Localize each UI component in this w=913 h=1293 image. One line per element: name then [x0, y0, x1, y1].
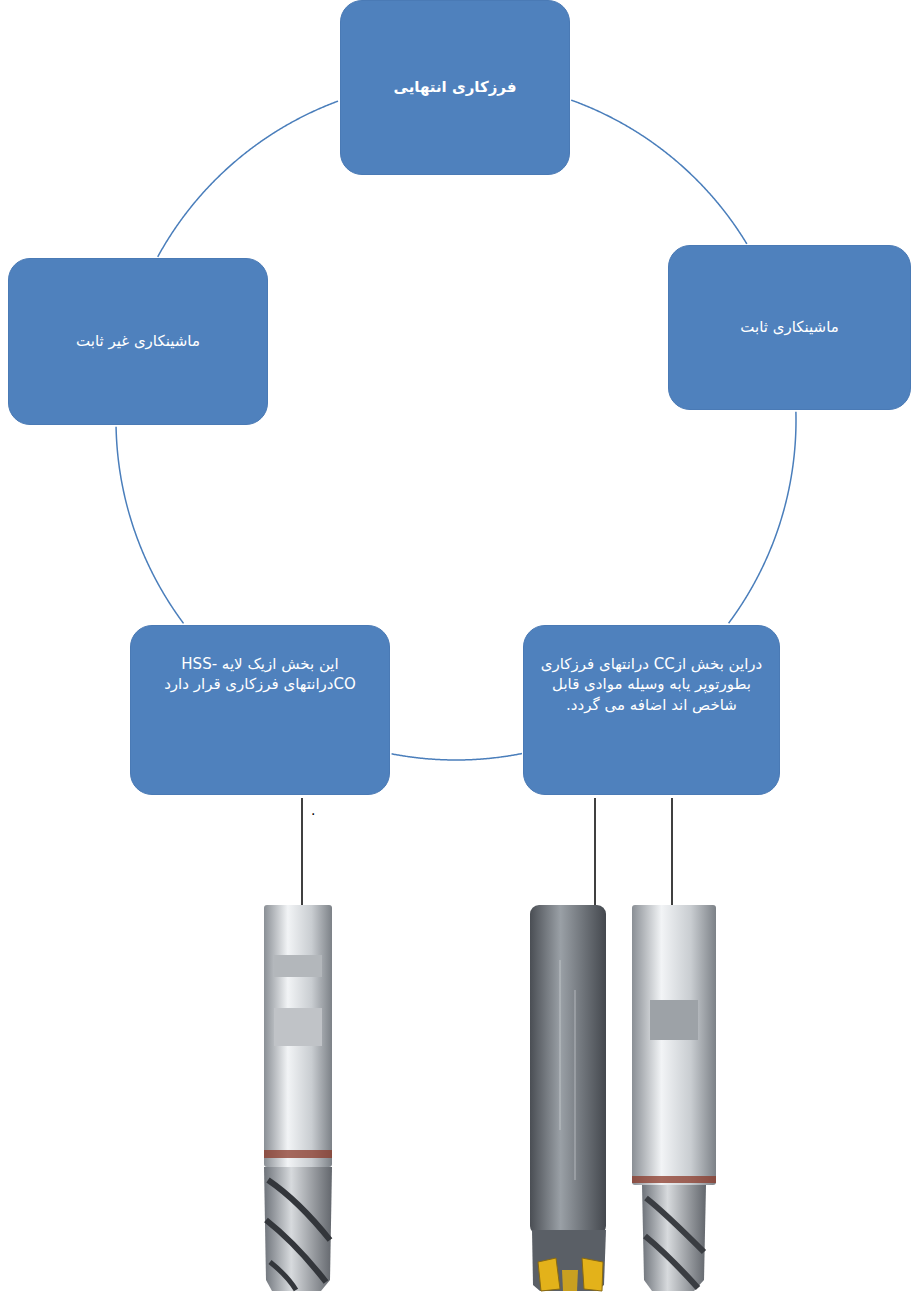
leader-line: [301, 798, 303, 905]
cycle-arc: [571, 100, 747, 244]
note-mark: .: [311, 802, 315, 818]
cycle-arc: [729, 412, 796, 623]
cycle-arc: [392, 754, 522, 760]
leader-line: [671, 798, 673, 905]
flute-body: [642, 1185, 706, 1291]
red-band: [632, 1176, 716, 1183]
process-box: این بخش ازیک لایه -HSS COدرانتهای فرزکار…: [130, 625, 390, 795]
leader-line: [594, 798, 596, 905]
engraving: [560, 960, 561, 1130]
cycle-arc: [116, 427, 183, 624]
tool-body: [530, 905, 606, 1235]
tool-shank: [264, 905, 332, 1167]
shank-flat: [650, 1000, 698, 1040]
end-mill-hss: [264, 905, 332, 1291]
tool-shank: [632, 905, 716, 1185]
node-text: ماشینکاری ثابت: [683, 317, 896, 337]
shank-flat: [274, 955, 322, 977]
root-box: فرزکاری انتهایی: [340, 0, 570, 175]
flute-body: [264, 1167, 332, 1291]
insert: [582, 1258, 603, 1291]
insert: [538, 1258, 560, 1291]
insert: [562, 1270, 578, 1291]
end-mill-carbide: [632, 905, 716, 1291]
red-band: [264, 1150, 332, 1158]
node-text: فرزکاری انتهایی: [355, 77, 555, 97]
shank-flat: [274, 1008, 322, 1046]
cycle-arc: [158, 101, 338, 257]
indexable-cutter: [530, 905, 606, 1291]
flute: [266, 1220, 326, 1282]
node-text: این بخش ازیک لایه -HSS COدرانتهای فرزکار…: [145, 654, 375, 695]
node-text: ماشینکاری غیر ثابت: [23, 331, 253, 351]
process-box: دراین بخش ازCC درانتهای فرزکاری بطورتوپر…: [523, 625, 780, 795]
cutter-head: [532, 1230, 606, 1291]
process-box: ماشینکاری ثابت: [668, 245, 911, 410]
flute: [645, 1236, 698, 1288]
engraving: [575, 990, 576, 1180]
flute: [270, 1262, 296, 1290]
node-text: دراین بخش ازCC درانتهای فرزکاری بطورتوپر…: [538, 654, 765, 715]
process-box: ماشینکاری غیر ثابت: [8, 258, 268, 425]
